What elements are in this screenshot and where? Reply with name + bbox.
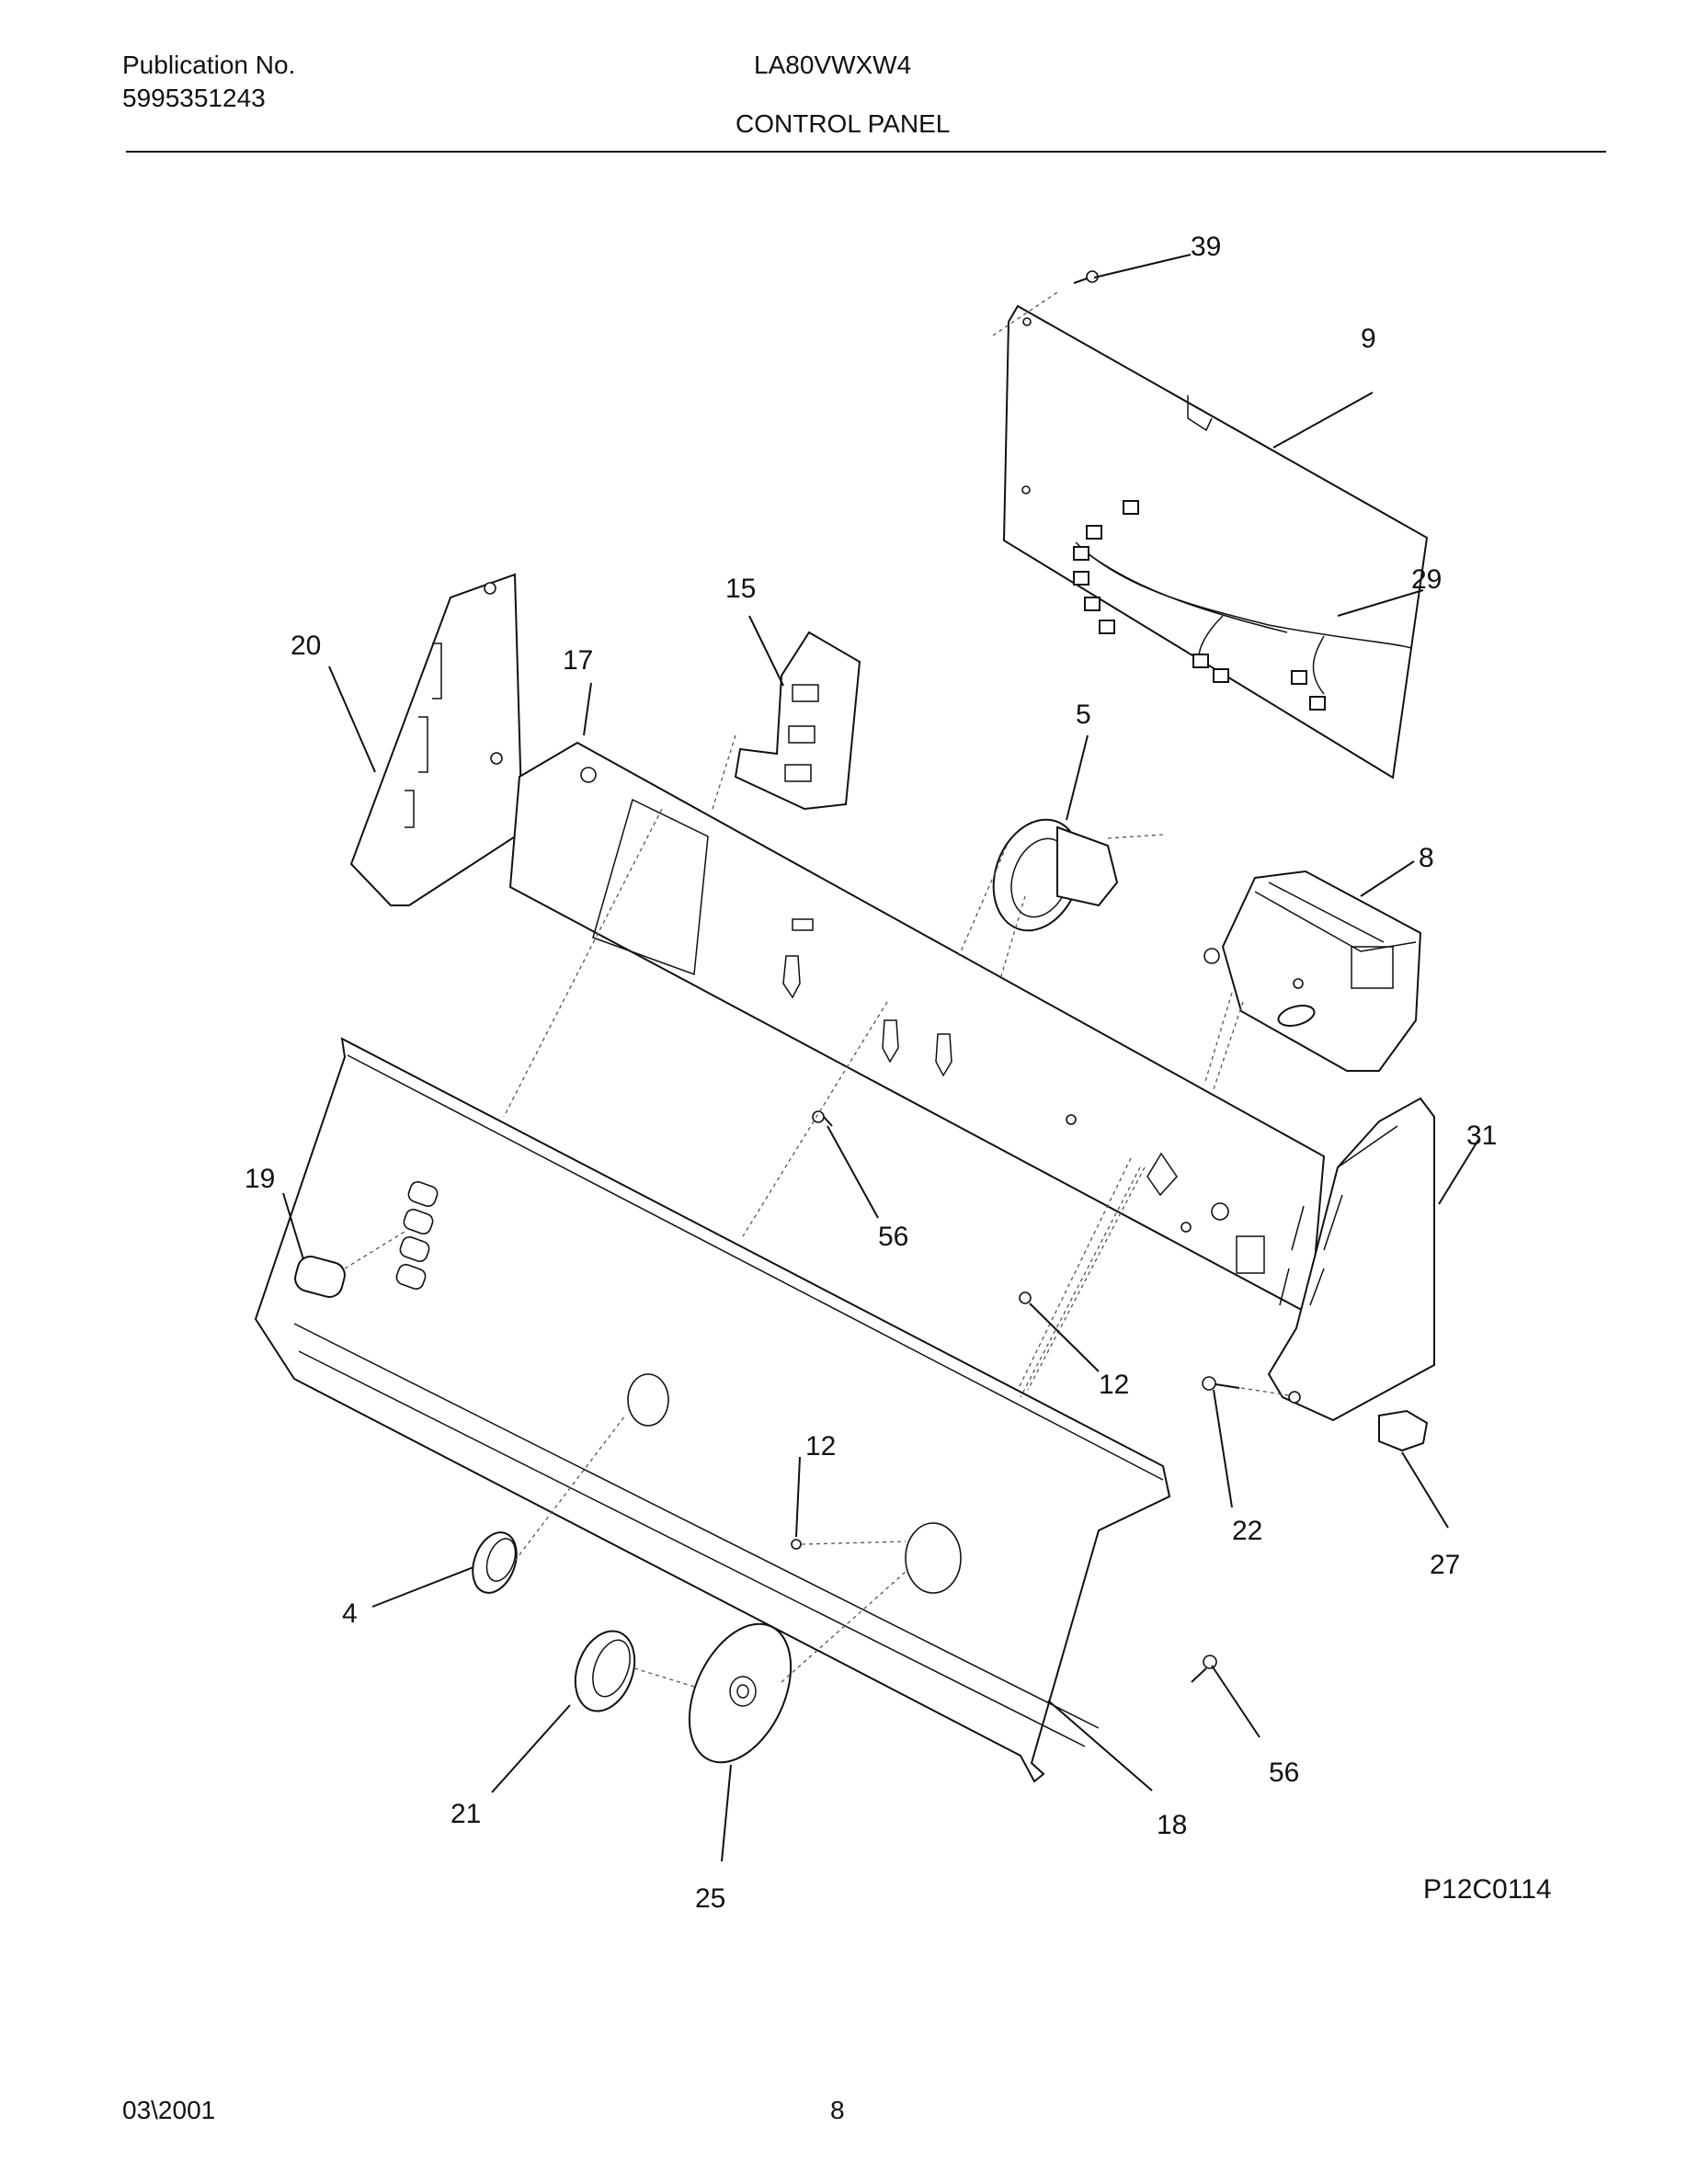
alignment-lines — [503, 734, 1244, 1398]
callout-56-upper: 56 — [878, 1222, 908, 1252]
part-5-selector-switch — [992, 818, 1164, 932]
screw-12-upper — [1019, 1291, 1032, 1304]
screw-12-lower — [791, 1539, 907, 1550]
callout-9: 9 — [1361, 324, 1376, 354]
header-rule — [126, 151, 1606, 153]
part-29-wiring-harness — [1073, 500, 1412, 711]
callout-4: 4 — [342, 1598, 358, 1629]
callout-22: 22 — [1232, 1516, 1262, 1546]
footer-date: 03\2001 — [122, 2096, 216, 2124]
callout-8: 8 — [1419, 843, 1434, 873]
part-20-left-end-cap — [349, 573, 524, 906]
model-number: LA80VWXW4 — [754, 51, 912, 79]
callout-31: 31 — [1466, 1120, 1497, 1151]
callout-5: 5 — [1076, 700, 1091, 730]
part-21-timer-knob — [574, 1630, 704, 1712]
part-17-control-bracket — [508, 741, 1326, 1316]
figure-code: P12C0114 — [1423, 1874, 1552, 1905]
part-15-bracket — [734, 631, 861, 811]
callout-17: 17 — [563, 645, 593, 676]
callout-labels: 39 9 29 15 20 17 5 8 31 19 56 12 12 22 2… — [245, 232, 1552, 1914]
callout-39: 39 — [1191, 232, 1221, 262]
publication-number: 5995351243 — [122, 84, 266, 112]
part-9-rear-cover — [992, 291, 1429, 779]
callout-18: 18 — [1157, 1810, 1187, 1840]
leader-lines — [282, 254, 1479, 1862]
screw-56-lower — [1191, 1655, 1217, 1683]
part-19-push-button — [294, 1231, 405, 1298]
callout-12-upper: 12 — [1099, 1370, 1129, 1400]
callout-20: 20 — [291, 631, 321, 661]
part-27-foot — [1378, 1409, 1429, 1452]
callout-19: 19 — [245, 1164, 275, 1194]
part-8-timer-assembly — [1203, 870, 1422, 1072]
callout-29: 29 — [1411, 564, 1442, 595]
screw-56-upper — [812, 1110, 833, 1127]
part-25-dial — [688, 1571, 907, 1764]
part-31-right-end-cap — [1267, 1097, 1435, 1422]
part-4-knob — [472, 1415, 626, 1594]
screw-22 — [1202, 1376, 1290, 1396]
callout-12-lower: 12 — [805, 1431, 836, 1462]
part-18-front-control-panel — [254, 1037, 1171, 1783]
page-number: 8 — [830, 2096, 845, 2124]
callout-15: 15 — [725, 574, 756, 604]
publication-label: Publication No. — [122, 51, 296, 79]
callout-27: 27 — [1430, 1550, 1460, 1580]
section-title: CONTROL PANEL — [736, 109, 951, 138]
callout-25: 25 — [695, 1883, 725, 1914]
callout-56-lower: 56 — [1269, 1757, 1299, 1788]
callout-21: 21 — [451, 1799, 481, 1829]
